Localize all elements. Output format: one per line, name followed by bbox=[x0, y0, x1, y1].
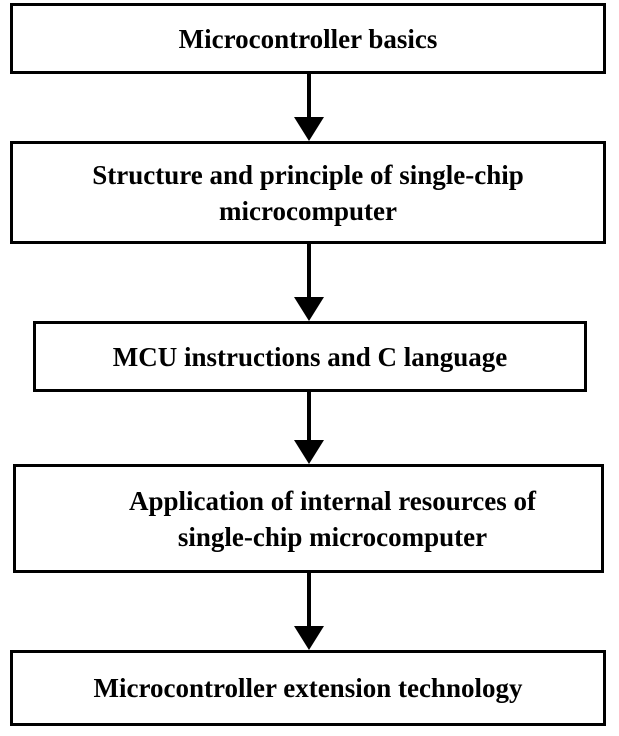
step-label-line-1: Application of internal resources of bbox=[129, 485, 536, 516]
arrow-down-icon bbox=[294, 244, 324, 321]
arrow-down-icon bbox=[294, 392, 324, 464]
step-internal-resources: Application of internal resources of sin… bbox=[13, 464, 604, 573]
step-label-line-1: Structure and principle of single-chip bbox=[92, 159, 524, 190]
step-label: Microcontroller extension technology bbox=[93, 673, 523, 703]
step-microcontroller-basics: Microcontroller basics bbox=[10, 3, 606, 74]
step-extension-technology: Microcontroller extension technology bbox=[10, 650, 606, 726]
step-label: Microcontroller basics bbox=[178, 23, 438, 54]
arrow-down-icon bbox=[294, 74, 324, 141]
step-label: Structure and principle of single-chip m… bbox=[92, 157, 524, 229]
step-label-line-2: microcomputer bbox=[219, 195, 397, 226]
step-mcu-instructions: MCU instructions and C language bbox=[33, 321, 587, 392]
arrow-down-icon bbox=[294, 573, 324, 650]
step-label: MCU instructions and C language bbox=[112, 341, 508, 372]
step-label-line-2: single-chip microcomputer bbox=[177, 521, 488, 552]
step-structure-and-principle: Structure and principle of single-chip m… bbox=[10, 141, 606, 244]
step-label: Application of internal resources of sin… bbox=[117, 483, 536, 555]
